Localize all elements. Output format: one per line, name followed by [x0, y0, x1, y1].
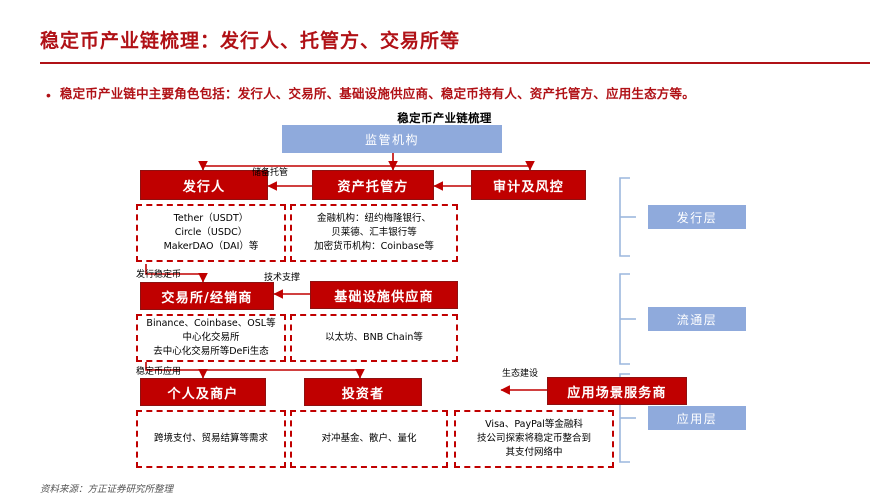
- detail-infra: 以太坊、BNB Chain等: [290, 314, 458, 362]
- bullet-text: 稳定币产业链中主要角色包括：发行人、交易所、基础设施供应商、稳定币持有人、资产托…: [59, 87, 695, 101]
- node-infra[interactable]: 基础设施供应商: [310, 281, 458, 309]
- node-custodian-label: 资产托管方: [337, 179, 409, 195]
- detail-line: Visa、PayPal等金融科: [485, 419, 583, 430]
- layer-label-application[interactable]: 应用层: [648, 406, 746, 430]
- node-investors[interactable]: 投资者: [304, 378, 422, 406]
- node-appservice-label: 应用场景服务商: [567, 385, 667, 401]
- detail-line: Binance、Coinbase、OSL等: [146, 318, 276, 329]
- edge-label-stablecoin-app: 稳定币应用: [136, 367, 182, 377]
- node-investors-label: 投资者: [341, 386, 385, 402]
- node-individuals-label: 个人及商户: [167, 386, 239, 402]
- detail-line: Tether（USDT）: [173, 213, 249, 224]
- bullet-marker: •: [46, 87, 51, 103]
- node-issuer-label: 发行人: [182, 179, 226, 195]
- layer-label-circulation[interactable]: 流通层: [648, 307, 746, 331]
- layer-label-application-text: 应用层: [676, 411, 718, 426]
- bullet-row: • 稳定币产业链中主要角色包括：发行人、交易所、基础设施供应商、稳定币持有人、资…: [46, 86, 886, 103]
- detail-line: 中心化交易所: [182, 332, 240, 343]
- layer-label-issuance[interactable]: 发行层: [648, 205, 746, 229]
- node-regulator[interactable]: 监管机构: [282, 125, 502, 153]
- edge-label-ecosystem-build: 生态建设: [502, 369, 539, 379]
- value-chain-diagram: 稳定币产业链梳理: [0, 106, 889, 476]
- detail-line: 去中心化交易所等DeFi生态: [153, 346, 269, 357]
- detail-appservice: Visa、PayPal等金融科 技公司探索将稳定币整合到 其支付网络中: [454, 410, 614, 468]
- title-divider: [40, 62, 870, 64]
- edge-label-issue-stablecoin: 发行稳定币: [136, 270, 182, 280]
- page-title: 稳定币产业链梳理：发行人、托管方、交易所等: [40, 31, 461, 52]
- detail-line: 跨境支付、贸易结算等需求: [153, 433, 268, 444]
- detail-issuer: Tether（USDT） Circle（USDC） MakerDAO（DAI）等: [136, 204, 286, 262]
- detail-line: Circle（USDC）: [174, 227, 248, 238]
- layer-label-issuance-text: 发行层: [676, 210, 718, 225]
- node-custodian[interactable]: 资产托管方: [312, 170, 434, 200]
- detail-line: 加密货币机构：Coinbase等: [314, 241, 434, 252]
- detail-line: 贝莱德、汇丰银行等: [331, 227, 417, 238]
- detail-individuals: 跨境支付、贸易结算等需求: [136, 410, 286, 468]
- detail-line: 技公司探索将稳定币整合到: [476, 433, 591, 444]
- diagram-title: 稳定币产业链梳理: [397, 113, 492, 125]
- source-note: 资料来源：方正证券研究所整理: [40, 484, 174, 495]
- node-issuer[interactable]: 发行人: [140, 170, 268, 200]
- node-audit[interactable]: 审计及风控: [471, 170, 586, 200]
- node-audit-label: 审计及风控: [492, 179, 564, 195]
- edge-label-reserve-custody: 储备托管: [252, 168, 289, 178]
- detail-exchange: Binance、Coinbase、OSL等 中心化交易所 去中心化交易所等DeF…: [136, 314, 286, 362]
- edge-label-tech-support: 技术支撑: [264, 273, 301, 283]
- node-individuals[interactable]: 个人及商户: [140, 378, 266, 406]
- detail-investors: 对冲基金、散户、量化: [290, 410, 448, 468]
- detail-custodian: 金融机构：纽约梅隆银行、 贝莱德、汇丰银行等 加密货币机构：Coinbase等: [290, 204, 458, 262]
- node-appservice[interactable]: 应用场景服务商: [547, 377, 687, 405]
- detail-line: 金融机构：纽约梅隆银行、: [316, 213, 431, 224]
- node-infra-label: 基础设施供应商: [334, 289, 434, 305]
- node-exchange[interactable]: 交易所/经销商: [140, 282, 274, 310]
- node-exchange-label: 交易所/经销商: [161, 290, 253, 306]
- detail-line: 对冲基金、散户、量化: [321, 433, 417, 444]
- detail-line: 以太坊、BNB Chain等: [325, 332, 423, 343]
- detail-line: MakerDAO（DAI）等: [163, 241, 259, 252]
- layer-label-circulation-text: 流通层: [676, 312, 718, 327]
- detail-line: 其支付网络中: [505, 447, 563, 458]
- node-regulator-label: 监管机构: [364, 132, 419, 147]
